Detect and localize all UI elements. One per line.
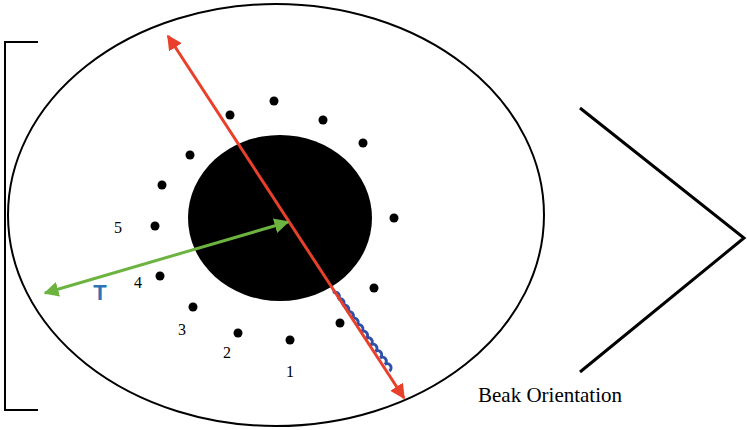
dot — [151, 222, 160, 231]
radius-arrow — [45, 222, 288, 293]
callout-number: 2 — [223, 345, 231, 361]
dot-ring — [151, 97, 399, 345]
callout-number: 1 — [286, 364, 294, 380]
dot — [156, 272, 165, 281]
dot — [226, 111, 235, 120]
caption-label: Beak Orientation — [478, 385, 622, 406]
axis-letter: T — [93, 282, 106, 304]
dot — [234, 329, 243, 338]
dot — [186, 151, 195, 160]
beak-chevron — [580, 108, 744, 372]
eye-outline — [8, 4, 544, 426]
axis-arrow — [168, 36, 404, 398]
dot — [336, 319, 345, 328]
callout-number: 5 — [114, 220, 122, 236]
dot — [359, 139, 368, 148]
dot — [286, 336, 295, 345]
callout-number: 3 — [178, 322, 186, 338]
dot — [158, 181, 167, 190]
callout-number: 4 — [134, 275, 142, 291]
dot — [189, 303, 198, 312]
dot — [319, 116, 328, 125]
dot — [370, 284, 379, 293]
dot — [270, 97, 279, 106]
pupil — [188, 135, 372, 301]
dot — [390, 214, 399, 223]
